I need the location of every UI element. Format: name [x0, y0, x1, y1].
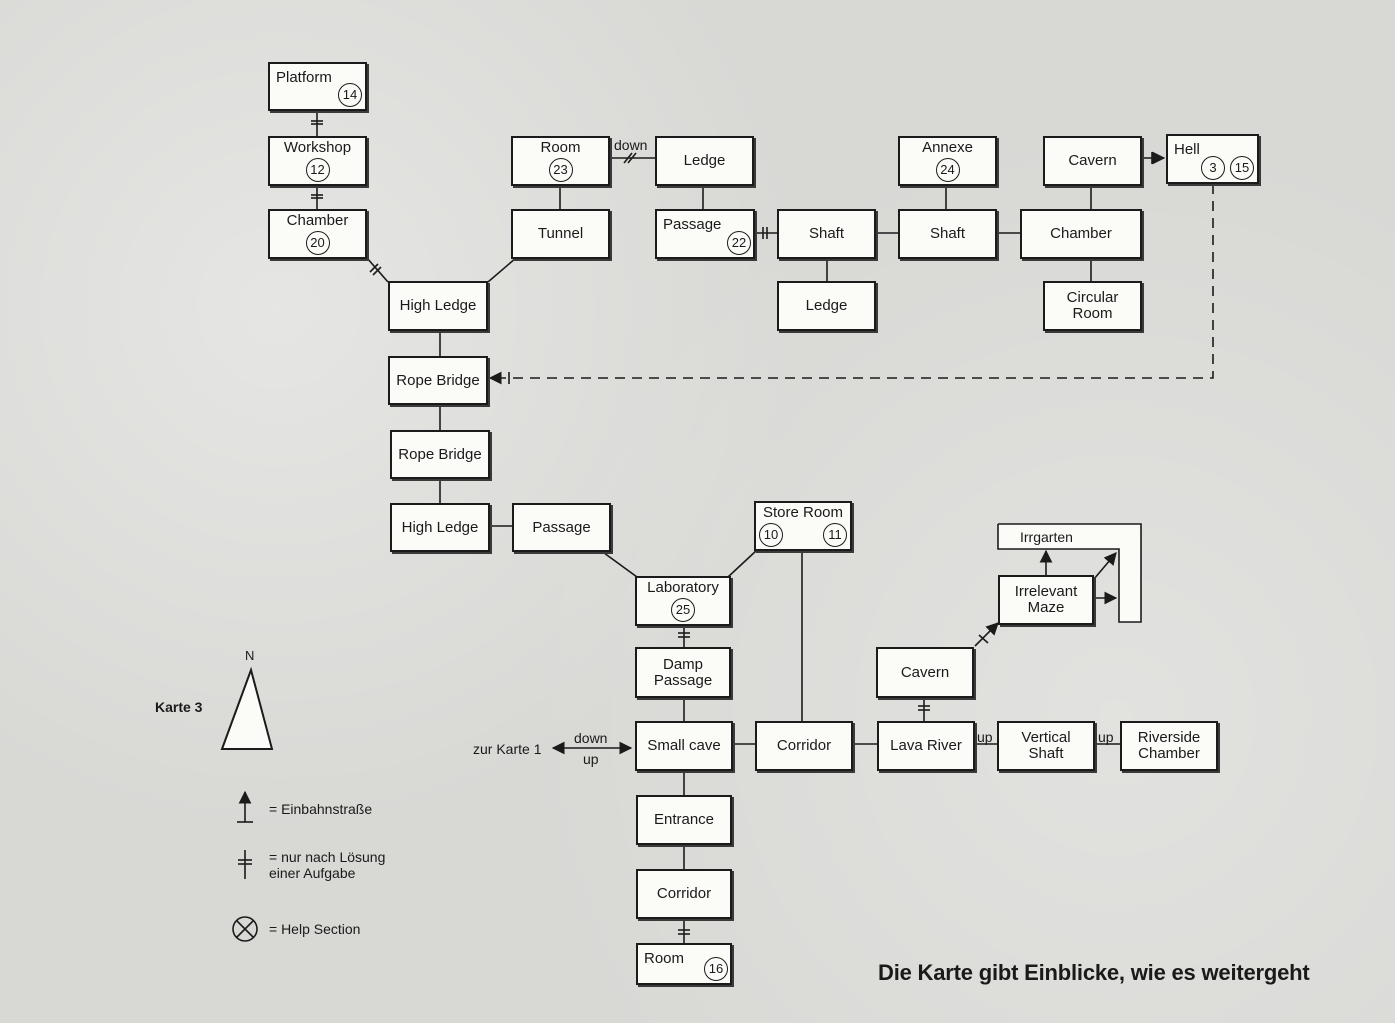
room-cavern-top[interactable]: Cavern — [1043, 136, 1142, 186]
room-room-23[interactable]: Room 23 — [511, 136, 610, 186]
room-corridor-mid[interactable]: Corridor — [755, 721, 853, 771]
room-name: Cavern — [1068, 152, 1117, 169]
room-name: Corridor — [656, 885, 712, 902]
room-name: Passage — [663, 216, 722, 233]
room-tunnel[interactable]: Tunnel — [511, 209, 610, 259]
legend-help-section: = Help Section — [269, 921, 361, 937]
legend-after-solution: = nur nach Lösung einer Aufgabe — [269, 849, 386, 881]
room-name: Ledge — [683, 152, 726, 169]
room-name: Lava River — [890, 737, 962, 754]
room-name: Annexe — [922, 139, 973, 156]
room-platform[interactable]: Platform 14 — [268, 62, 367, 111]
room-ledge-lower[interactable]: Ledge — [777, 281, 876, 331]
room-name: Cavern — [900, 663, 950, 681]
help-section-badge: 15 — [1230, 156, 1254, 180]
help-section-badge: 20 — [305, 231, 330, 255]
room-name: Store Room — [762, 504, 844, 521]
room-name: High Ledge — [401, 518, 479, 536]
room-hell[interactable]: Hell 3 15 — [1166, 134, 1259, 184]
room-name: Ledge — [805, 297, 848, 314]
help-section-badge: 23 — [548, 158, 573, 182]
help-section-badge: 16 — [704, 957, 728, 981]
room-name: Irrelevant Maze — [1014, 583, 1078, 616]
help-section-badge: 14 — [338, 83, 362, 107]
help-section-badge: 12 — [305, 158, 330, 182]
room-annexe[interactable]: Annexe 24 — [898, 136, 997, 186]
down-label: down — [614, 137, 648, 153]
legend-one-way: = Einbahnstraße — [269, 801, 373, 817]
room-chamber-20[interactable]: Chamber 20 — [268, 209, 367, 259]
up-label: up — [977, 729, 993, 745]
room-damp-passage[interactable]: Damp Passage — [635, 647, 731, 698]
room-riverside-chamber[interactable]: Riverside Chamber — [1120, 721, 1218, 771]
room-name: Small cave — [647, 737, 721, 754]
room-passage-mid[interactable]: Passage — [512, 503, 611, 552]
down-label: down — [574, 730, 608, 746]
room-rope-bridge-1[interactable]: Rope Bridge — [388, 356, 488, 405]
help-section-badge: 24 — [935, 158, 960, 182]
room-rope-bridge-2[interactable]: Rope Bridge — [390, 430, 490, 479]
help-section-badge: 25 — [671, 598, 695, 622]
map-caption: Die Karte gibt Einblicke, wie es weiterg… — [878, 960, 1310, 985]
room-name: Rope Bridge — [398, 445, 482, 463]
room-small-cave[interactable]: Small cave — [635, 721, 733, 771]
zur-karte-1-label[interactable]: zur Karte 1 — [473, 741, 542, 757]
room-irrelevant-maze[interactable]: Irrelevant Maze — [998, 575, 1094, 625]
room-name: Circular Room — [1066, 289, 1119, 322]
room-lava-river[interactable]: Lava River — [877, 721, 975, 771]
room-name: Vertical Shaft — [1021, 729, 1071, 762]
room-workshop[interactable]: Workshop 12 — [268, 136, 367, 186]
room-store-room[interactable]: Store Room 10 11 — [754, 501, 852, 551]
room-name: Room — [540, 139, 581, 156]
help-section-badge: 22 — [727, 231, 751, 255]
room-vertical-shaft[interactable]: Vertical Shaft — [997, 721, 1095, 771]
help-section-badge: 10 — [759, 523, 783, 547]
room-name: Tunnel — [537, 225, 584, 242]
room-name: Corridor — [776, 737, 832, 754]
room-irrgarten[interactable]: Irrgarten — [1020, 529, 1073, 545]
room-name: Shaft — [808, 225, 845, 242]
room-name: High Ledge — [399, 297, 477, 314]
room-ledge-top[interactable]: Ledge — [655, 136, 754, 186]
room-name: Rope Bridge — [396, 371, 480, 389]
room-name: Hell — [1174, 141, 1200, 158]
room-name: Riverside Chamber — [1137, 729, 1201, 762]
map-sheet-title: Karte 3 — [155, 699, 203, 715]
north-arrow-icon: N — [245, 648, 255, 663]
room-name: Damp Passage — [653, 655, 713, 689]
room-entrance[interactable]: Entrance — [636, 795, 732, 845]
room-high-ledge-2[interactable]: High Ledge — [390, 503, 490, 552]
room-name: Shaft — [929, 225, 966, 242]
room-name: Platform — [276, 69, 332, 86]
room-name: Entrance — [653, 811, 715, 828]
up-label: up — [1098, 729, 1114, 745]
room-circular-room[interactable]: Circular Room — [1043, 281, 1142, 331]
room-name: Room — [644, 950, 685, 967]
room-name: Workshop — [283, 139, 352, 156]
help-section-badge: 3 — [1201, 156, 1225, 180]
room-shaft-2[interactable]: Shaft — [898, 209, 997, 259]
room-name: Chamber — [1050, 225, 1112, 242]
room-chamber-east[interactable]: Chamber — [1020, 209, 1142, 259]
room-cavern-low[interactable]: Cavern — [876, 647, 974, 698]
help-section-badge: 11 — [823, 523, 847, 547]
room-corridor-low[interactable]: Corridor — [636, 869, 732, 919]
room-name: Laboratory — [647, 579, 719, 596]
room-passage-22[interactable]: Passage 22 — [655, 209, 755, 259]
room-room-16[interactable]: Room 16 — [636, 943, 732, 985]
room-shaft-1[interactable]: Shaft — [777, 209, 876, 259]
room-name: Chamber — [286, 212, 349, 229]
up-label: up — [583, 751, 599, 767]
room-high-ledge-1[interactable]: High Ledge — [388, 281, 488, 331]
room-laboratory[interactable]: Laboratory 25 — [635, 576, 731, 626]
room-name: Passage — [532, 518, 591, 536]
